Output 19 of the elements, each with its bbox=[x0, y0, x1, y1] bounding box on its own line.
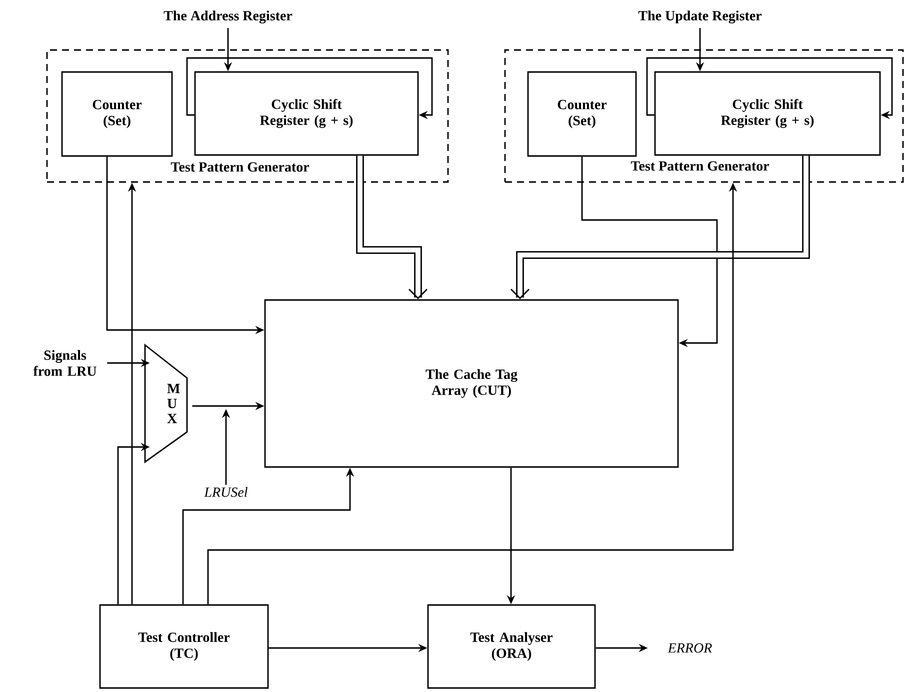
block-box: Counter (Set) bbox=[61, 71, 173, 157]
block-box: Test Controller (TC) bbox=[99, 604, 269, 689]
block-box: Cyclic Shift Register (g + s) bbox=[654, 71, 881, 156]
arrow bbox=[646, 57, 893, 120]
signal-label: LRUSel bbox=[204, 487, 248, 497]
bus-arrow bbox=[356, 156, 428, 300]
bus-arrow bbox=[510, 156, 810, 300]
box-heading: The Address Register bbox=[164, 10, 292, 24]
signal-label: Signals from LRU bbox=[33, 350, 96, 376]
signal-label: ERROR bbox=[668, 643, 712, 653]
block-box: Counter (Set) bbox=[527, 71, 637, 157]
block-box: Cyclic Shift Register (g + s) bbox=[194, 71, 419, 156]
arrow bbox=[581, 156, 718, 348]
box-heading: The Update Register bbox=[638, 10, 762, 24]
block-box: The Cache Tag Array (CUT) bbox=[264, 299, 679, 468]
box-label: Test Pattern Generator bbox=[170, 162, 310, 172]
block-box: Test Analyser (ORA) bbox=[427, 604, 596, 689]
arrow bbox=[186, 57, 433, 120]
box-label: Test Pattern Generator bbox=[630, 161, 770, 171]
